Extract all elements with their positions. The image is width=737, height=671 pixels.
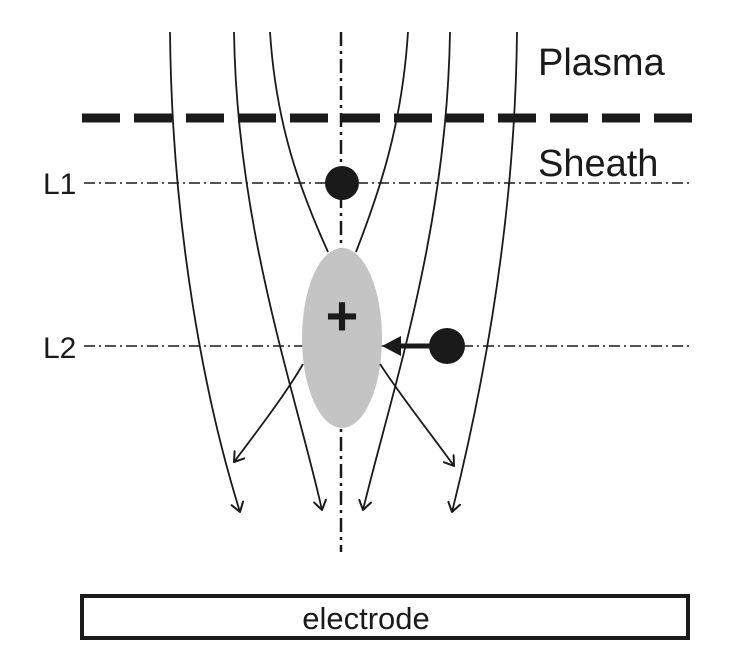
positive-ion-icon: + xyxy=(326,284,359,347)
level-label-l2: L2 xyxy=(43,332,76,365)
trajectory-outer-right xyxy=(447,31,518,513)
attraction-arrow-head xyxy=(382,336,401,356)
trajectory-inner-left-upper xyxy=(269,31,329,253)
trajectory-deflected-right xyxy=(379,363,455,467)
plasma-label: Plasma xyxy=(538,42,666,84)
level-label-l1: L1 xyxy=(43,168,76,201)
trajectory-mid-left xyxy=(233,31,327,511)
electrode-label: electrode xyxy=(302,601,430,636)
sheath-label: Sheath xyxy=(538,143,658,185)
ion-cloud xyxy=(302,248,382,428)
trajectory-mid-right xyxy=(358,31,451,511)
electrode-plate xyxy=(80,594,690,640)
trajectory-outer-left xyxy=(169,31,245,513)
trajectory-deflected-left xyxy=(233,363,304,463)
trajectory-inner-right-upper xyxy=(355,31,409,253)
ion-trajectories xyxy=(169,31,518,513)
particle-at-l1 xyxy=(325,166,359,200)
particle-at-l2 xyxy=(429,328,465,364)
